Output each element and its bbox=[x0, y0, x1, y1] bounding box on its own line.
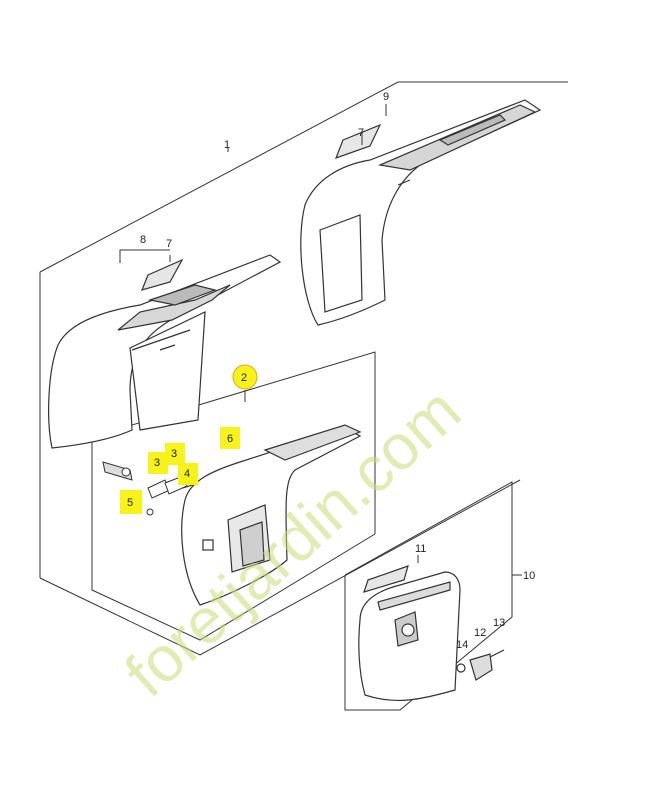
label-4: 4 bbox=[184, 468, 190, 480]
left-shroud-part-8 bbox=[48, 254, 282, 449]
label-1: 1 bbox=[224, 139, 230, 151]
label-6: 6 bbox=[227, 433, 233, 445]
label-14: 14 bbox=[456, 639, 468, 651]
assembly-frame-1 bbox=[39, 81, 568, 656]
part-labels: 1 9 7 8 7 2 6 3 3 4 5 11 10 13 12 14 bbox=[127, 91, 535, 651]
leader-lines bbox=[119, 104, 522, 576]
label-12: 12 bbox=[474, 627, 486, 639]
right-shroud-part-9 bbox=[300, 99, 542, 326]
label-9: 9 bbox=[383, 91, 389, 103]
highlight-markers bbox=[120, 364, 258, 514]
label-11: 11 bbox=[415, 543, 426, 555]
cover-plate-part-10 bbox=[358, 565, 505, 702]
label-10: 10 bbox=[523, 570, 535, 582]
label-3a: 3 bbox=[154, 457, 160, 469]
label-7a: 7 bbox=[166, 238, 172, 250]
label-2: 2 bbox=[241, 372, 247, 384]
label-8: 8 bbox=[140, 234, 146, 246]
label-7b: 7 bbox=[358, 127, 364, 139]
label-3b: 3 bbox=[171, 448, 177, 460]
label-13: 13 bbox=[493, 617, 505, 629]
label-5: 5 bbox=[127, 497, 133, 509]
housing-part-2 bbox=[181, 424, 362, 606]
